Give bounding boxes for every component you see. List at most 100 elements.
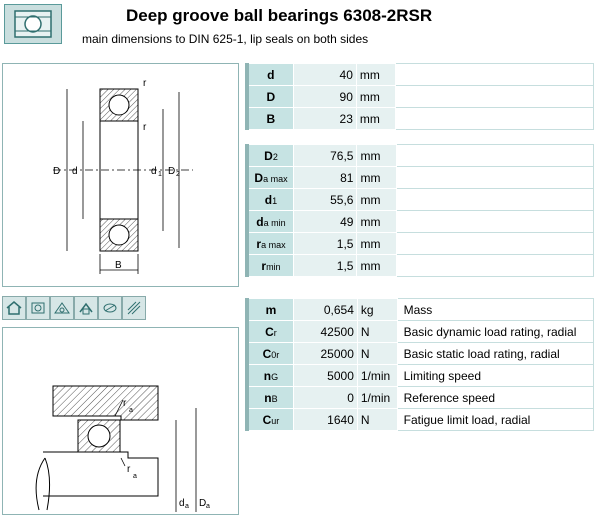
- ball-top: [108, 94, 130, 116]
- unit-cell: 1/min: [356, 364, 398, 387]
- unit-cell: mm: [356, 232, 397, 255]
- symbol-cell: nB: [244, 386, 294, 409]
- description-cell: Limiting speed: [396, 364, 594, 387]
- unit-cell: mm: [356, 144, 397, 167]
- value-cell: 0: [292, 386, 358, 409]
- value-cell: 40: [292, 63, 357, 86]
- value-cell: 49: [292, 210, 358, 233]
- description-cell: [395, 210, 594, 233]
- description-cell: [395, 232, 594, 255]
- symbol-cell: nG: [244, 364, 294, 387]
- description-cell: [395, 254, 594, 277]
- description-cell: [395, 85, 594, 108]
- label-ra-top: r: [123, 398, 127, 409]
- bearing-section-icon[interactable]: [26, 296, 50, 320]
- value-cell: 81: [292, 166, 358, 189]
- page-subtitle: main dimensions to DIN 625-1, lip seals …: [82, 32, 369, 46]
- seal-icon[interactable]: [98, 296, 122, 320]
- dimension-icon[interactable]: [122, 296, 146, 320]
- home-icon[interactable]: [2, 296, 26, 320]
- description-cell: [395, 166, 594, 189]
- view-toolbar: [2, 296, 148, 320]
- unit-cell: mm: [356, 254, 397, 277]
- mounting-icon[interactable]: [74, 296, 98, 320]
- label-r-top: r: [143, 78, 147, 89]
- description-cell: Reference speed: [396, 386, 594, 409]
- unit-cell: mm: [356, 210, 397, 233]
- unit-cell: mm: [355, 85, 397, 108]
- value-cell: 5000: [292, 364, 358, 387]
- housing: [52, 385, 159, 421]
- unit-cell: mm: [356, 188, 397, 211]
- description-cell: Basic static load rating, radial: [396, 342, 594, 365]
- value-cell: 0,654: [292, 298, 358, 321]
- symbol-cell: B: [244, 107, 294, 130]
- symbol-cell: Cur: [244, 408, 294, 431]
- mounting-drawing: r a r a d a D a: [2, 327, 239, 515]
- unit-cell: kg: [356, 298, 398, 321]
- page-title: Deep groove ball bearings 6308-2RSR: [126, 6, 433, 25]
- symbol-cell: Da max: [244, 166, 294, 189]
- svg-text:a: a: [129, 407, 133, 414]
- bearing-pair-icon[interactable]: [50, 296, 74, 320]
- unit-cell: 1/min: [356, 386, 398, 409]
- symbol-cell: D2: [244, 144, 294, 167]
- label-D2: D: [168, 166, 175, 177]
- description-cell: [395, 107, 594, 130]
- unit-cell: mm: [355, 107, 397, 130]
- svg-text:a: a: [185, 503, 189, 510]
- symbol-cell: D: [244, 85, 294, 108]
- label-d1-sub: 1: [158, 171, 162, 178]
- label-ra-bottom: r: [127, 464, 131, 475]
- value-cell: 55,6: [292, 188, 358, 211]
- bearing-ball: [87, 424, 111, 448]
- value-cell: 1,5: [292, 254, 358, 277]
- value-cell: 76,5: [292, 144, 358, 167]
- bearing-section-drawing: r r D d d 1 D 2 B: [2, 63, 239, 287]
- symbol-cell: rmin: [244, 254, 294, 277]
- unit-cell: N: [356, 320, 398, 343]
- label-d1: d: [151, 166, 157, 177]
- label-Da: D: [199, 498, 206, 509]
- symbol-cell: ra max: [244, 232, 294, 255]
- svg-text:a: a: [133, 473, 137, 480]
- description-cell: Mass: [396, 298, 594, 321]
- label-D2-sub: 2: [176, 171, 180, 178]
- symbol-cell: C0r: [244, 342, 294, 365]
- bearing-logo-icon: [4, 4, 62, 44]
- value-cell: 25000: [292, 342, 358, 365]
- unit-cell: N: [356, 342, 398, 365]
- label-da: d: [179, 498, 185, 509]
- symbol-cell: Cr: [244, 320, 294, 343]
- value-cell: 23: [292, 107, 357, 130]
- unit-cell: mm: [355, 63, 397, 86]
- description-cell: [395, 63, 594, 86]
- unit-cell: N: [356, 408, 398, 431]
- svg-text:a: a: [206, 503, 210, 510]
- shaft: [43, 451, 159, 497]
- symbol-cell: m: [244, 298, 294, 321]
- value-cell: 90: [292, 85, 357, 108]
- description-cell: [395, 144, 594, 167]
- label-B: B: [115, 260, 122, 271]
- value-cell: 42500: [292, 320, 358, 343]
- description-cell: Fatigue limit load, radial: [396, 408, 594, 431]
- value-cell: 1640: [292, 408, 358, 431]
- label-d: d: [72, 166, 78, 177]
